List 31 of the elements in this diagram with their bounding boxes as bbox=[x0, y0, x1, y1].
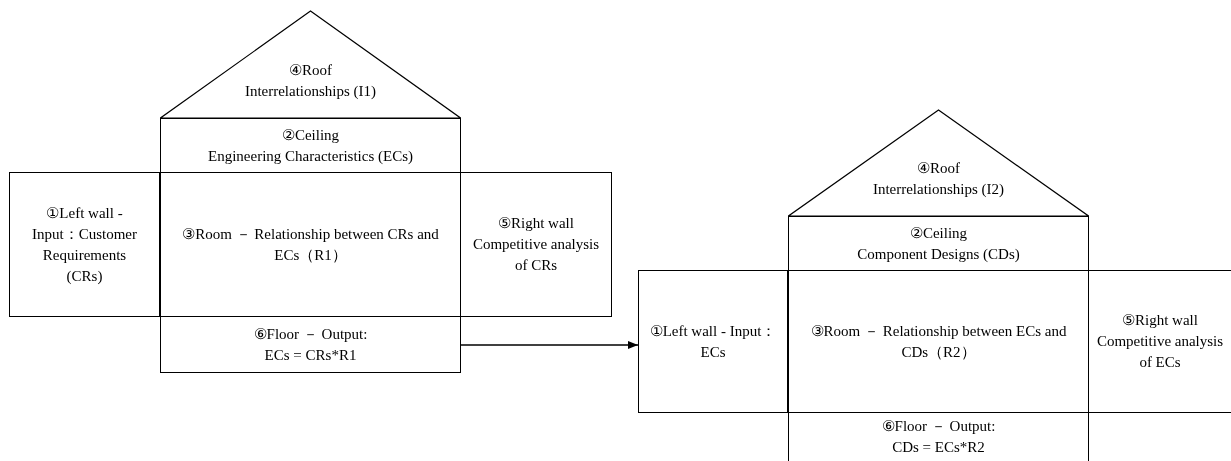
node-text: Competitive analysis of CRs bbox=[471, 235, 601, 275]
node-text: ECs = CRs*R1 bbox=[264, 345, 357, 365]
node-text: ②Ceiling bbox=[281, 125, 340, 145]
node-text: ④Roof bbox=[917, 159, 960, 178]
node-text: Interrelationships (I1) bbox=[244, 82, 377, 101]
arrow bbox=[460, 341, 639, 349]
node-text: Engineering Characteristics (ECs) bbox=[208, 146, 413, 166]
node-text: Interrelationships (I2) bbox=[872, 180, 1005, 199]
node-text: ④Roof bbox=[289, 61, 332, 80]
node-text: ②Ceiling bbox=[909, 223, 968, 243]
room-box bbox=[788, 270, 1089, 413]
node-text: ①Left wall - Input：ECs bbox=[648, 321, 778, 362]
right-wall-box bbox=[461, 172, 612, 317]
node-text: CDs = ECs*R2 bbox=[892, 438, 985, 457]
left-wall-box bbox=[638, 270, 788, 413]
node-text: ⑤Right wall bbox=[1122, 311, 1198, 330]
floor-box bbox=[788, 413, 1089, 461]
room-box bbox=[160, 172, 461, 317]
right-wall-box bbox=[1089, 270, 1231, 413]
ceiling-box bbox=[788, 216, 1089, 270]
left-wall-box bbox=[9, 172, 160, 317]
node-text: Component Designs (CDs) bbox=[857, 244, 1020, 264]
node-text: ①Left wall - Input：Customer Requirements (CRs) bbox=[31, 203, 138, 286]
node-text: ⑥Floor － Output: bbox=[881, 417, 996, 436]
floor-box bbox=[160, 317, 461, 373]
node-text: ③Room － Relationship between CRs and ECs（R1） bbox=[181, 224, 440, 265]
node-text: ⑥Floor － Output: bbox=[253, 324, 368, 344]
node-text: ⑤Right wall bbox=[498, 214, 574, 233]
node-text: Competitive analysis of ECs bbox=[1095, 332, 1225, 372]
ceiling-box bbox=[160, 118, 461, 172]
node-text: ③Room － Relationship between ECs and CDs（R2） bbox=[809, 321, 1068, 362]
